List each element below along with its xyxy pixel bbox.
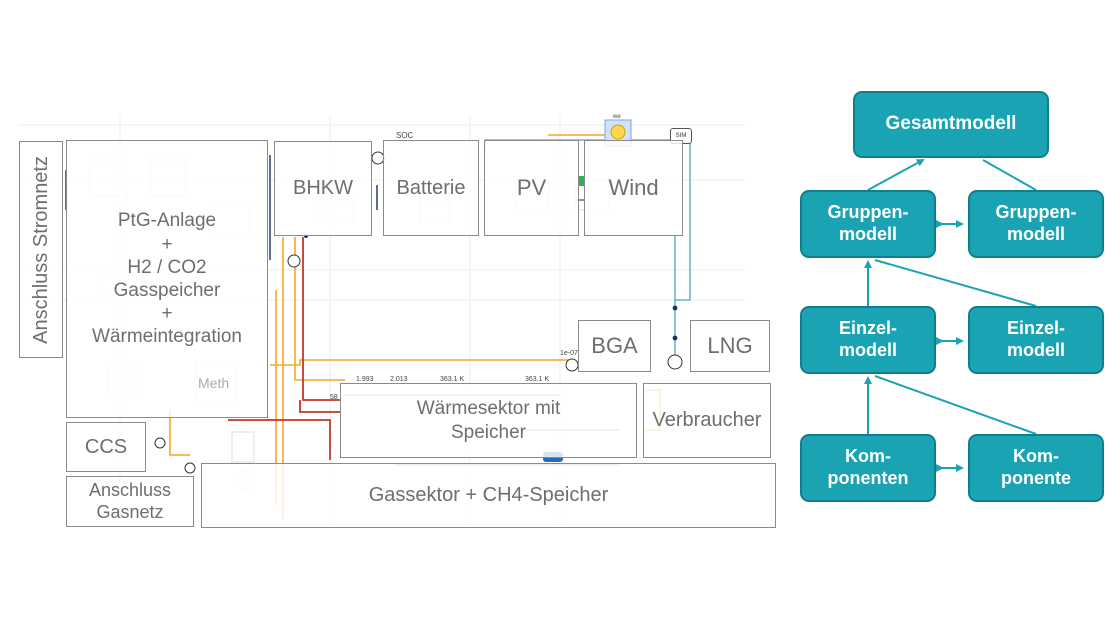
block-ccs[interactable]: CCS	[66, 422, 146, 472]
wind-label: Wind	[608, 174, 659, 200]
block-bhkw[interactable]: BHKW	[274, 141, 372, 236]
block-bga[interactable]: BGA	[578, 320, 651, 372]
ptg-line-1: PtG-Anlage	[117, 210, 217, 232]
ccs-label: CCS	[84, 435, 128, 458]
value-label-4: 363.1 K	[525, 376, 550, 383]
ptg-line-5: +	[161, 303, 173, 325]
node-gruppenmodell-left[interactable]: Gruppen- modell	[800, 190, 936, 258]
node-gesamtmodell[interactable]: Gesamtmodell	[853, 91, 1049, 158]
value-label-2: 2.013	[390, 376, 408, 383]
node-einzelmodell-right[interactable]: Einzel- modell	[968, 306, 1104, 374]
waermesektor-line-2: Speicher	[451, 421, 526, 443]
block-verbraucher[interactable]: Verbraucher	[643, 383, 771, 458]
anschluss-gasnetz-line-1: Anschluss	[88, 479, 172, 500]
gruppenmodell-right-label: Gruppen- modell	[995, 202, 1077, 244]
node-gruppenmodell-right[interactable]: Gruppen- modell	[968, 190, 1104, 258]
ptg-line-6: Wärmeintegration	[92, 326, 242, 348]
einzelmodell-right-label: Einzel- modell	[1006, 318, 1065, 360]
meth-label: Meth	[198, 375, 230, 391]
komponenten-label: Kom- ponenten	[827, 446, 909, 488]
value-label-1: 1.993	[356, 376, 374, 383]
block-wind[interactable]: Wind	[584, 140, 683, 236]
soc-label: SOC	[396, 131, 414, 140]
waermesektor-line-1: Wärmesektor mit	[416, 398, 561, 420]
anschluss-gasnetz-line-2: Gasnetz	[96, 501, 164, 522]
gassektor-label: Gassektor + CH4-Speicher	[368, 484, 609, 507]
weather-label: we	[613, 114, 621, 120]
node-komponenten[interactable]: Kom- ponenten	[800, 434, 936, 502]
value-label-5: 1e-07	[560, 350, 578, 357]
gesamtmodell-label: Gesamtmodell	[885, 113, 1017, 135]
bga-label: BGA	[591, 332, 638, 358]
block-ptg-anlage[interactable]: PtG-Anlage + H2 / CO2 Gasspeicher + Wärm…	[66, 140, 268, 418]
sim-label: SIM	[675, 133, 687, 139]
node-komponente[interactable]: Kom- ponente	[968, 434, 1104, 502]
block-pv[interactable]: PV	[484, 140, 579, 236]
komponente-label: Kom- ponente	[1001, 446, 1071, 488]
ptg-line-3: H2 / CO2	[127, 256, 207, 278]
lng-label: LNG	[707, 332, 753, 358]
block-waermesektor[interactable]: Wärmesektor mit Speicher	[340, 383, 637, 458]
ptg-line-4: Gasspeicher	[113, 280, 221, 301]
block-anschluss-gasnetz[interactable]: Anschluss Gasnetz	[66, 476, 194, 527]
pv-label: PV	[516, 174, 547, 200]
bhkw-label: BHKW	[293, 177, 353, 200]
value-label-3: 363.1 K	[440, 376, 465, 383]
block-anschluss-stromnetz[interactable]: Anschluss Stromnetz	[19, 141, 63, 358]
ptg-line-2: +	[161, 233, 173, 255]
block-lng[interactable]: LNG	[690, 320, 770, 372]
einzelmodell-left-label: Einzel- modell	[838, 318, 897, 360]
value-label-6: 58	[330, 394, 338, 401]
batterie-label: Batterie	[396, 176, 466, 199]
verbraucher-label: Verbraucher	[652, 409, 762, 432]
block-batterie[interactable]: Batterie	[383, 140, 479, 236]
gruppenmodell-left-label: Gruppen- modell	[827, 202, 909, 244]
node-einzelmodell-left[interactable]: Einzel- modell	[800, 306, 936, 374]
block-gassektor[interactable]: Gassektor + CH4-Speicher	[201, 463, 776, 528]
